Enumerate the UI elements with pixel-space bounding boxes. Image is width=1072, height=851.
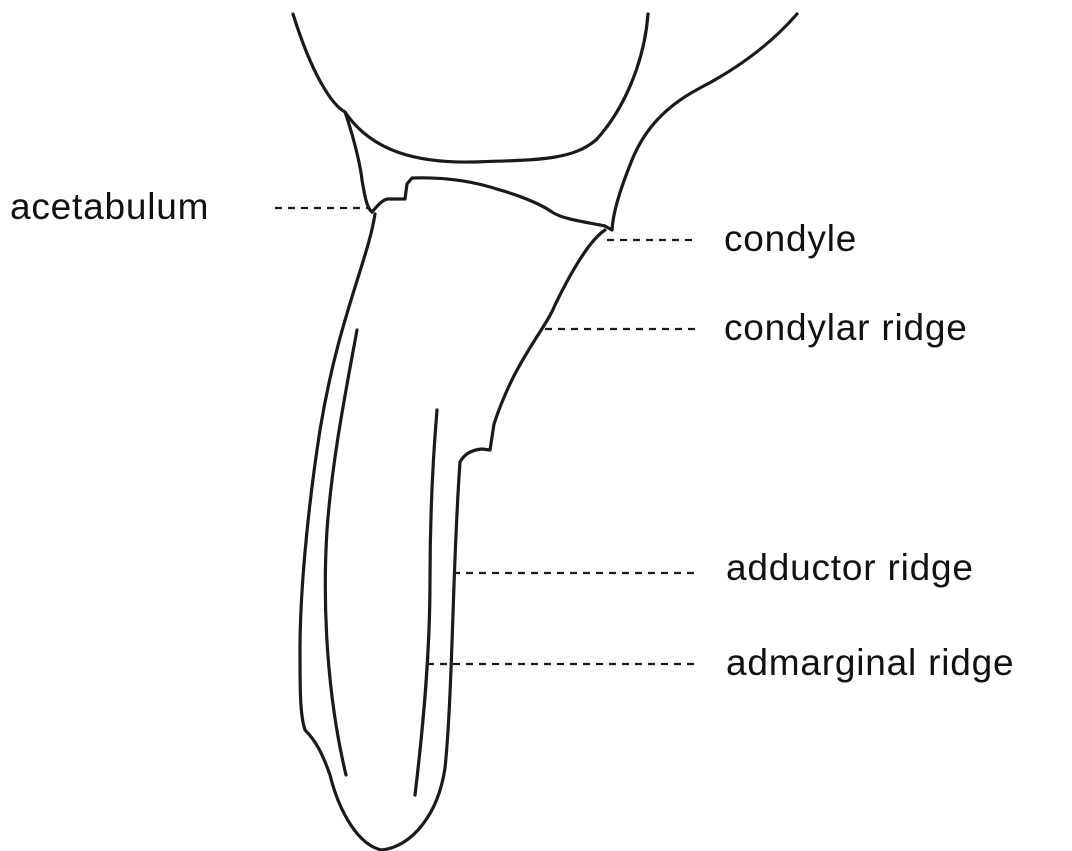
inner-groove-left [325, 330, 357, 775]
label-condylar-ridge: condylar ridge [724, 307, 968, 348]
label-admarginal-ridge: admarginal ridge [726, 642, 1014, 683]
socket-right-outline [612, 14, 797, 230]
label-acetabulum: acetabulum [10, 186, 209, 227]
main-segment-outline [300, 214, 605, 850]
label-condyle: condyle [724, 218, 857, 259]
upper-segment-outline [293, 14, 648, 162]
joint-outline [372, 178, 612, 230]
inner-groove-right [415, 410, 437, 795]
label-adductor-ridge: adductor ridge [726, 547, 974, 588]
